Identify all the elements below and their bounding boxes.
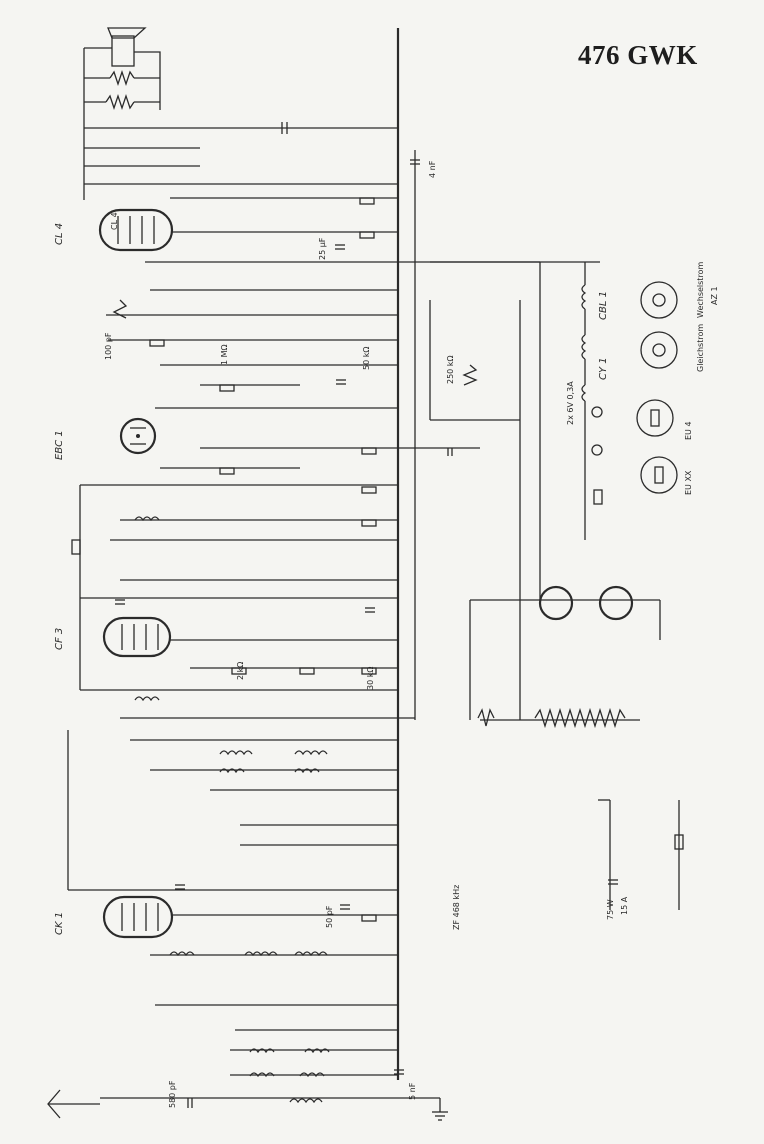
rectifier-cy1-icon: [538, 585, 634, 621]
label-dc: Gleichstrom: [696, 323, 705, 372]
label-zf: ZF 468 kHz: [452, 884, 461, 930]
tube-socket-ebl: [636, 281, 678, 494]
label-amps: 15 A: [620, 896, 629, 915]
label-c-100: 100 pF: [104, 332, 113, 361]
label-c-25uf: 25 µF: [318, 237, 327, 260]
label-socket-az1: AZ 1: [710, 286, 719, 305]
label-r-250k: 250 kΩ: [446, 355, 455, 384]
volume-potentiometer: [462, 364, 478, 386]
resistor-top-2: [105, 93, 135, 111]
label-watts: 75 W: [606, 899, 615, 920]
label-r-50: 50 kΩ: [362, 346, 371, 370]
label-c-5nf: 5 nF: [408, 1082, 417, 1100]
filament-chain: [581, 262, 603, 540]
antenna-icon: [47, 1089, 100, 1119]
label-lamps: 2x 6V 0,3A: [566, 381, 575, 425]
ground-icon: [432, 1098, 448, 1121]
tone-potentiometer: [112, 299, 128, 319]
label-r-30: 30 kΩ: [366, 666, 375, 690]
label-socket-euxx: EU XX: [684, 470, 693, 495]
label-tube-cy1: CY 1: [598, 357, 609, 380]
speaker-icon: [107, 27, 147, 67]
label-cl4-small: CL 4: [110, 212, 119, 230]
tube-ck1-icon: [102, 895, 174, 939]
tube-cf3-icon: [102, 616, 172, 658]
coil-if-1: [219, 750, 328, 774]
page-title: 476 GWK: [578, 40, 698, 70]
label-r-2k: 2 kΩ: [236, 661, 245, 680]
tube-ebc1-icon: [119, 417, 157, 455]
resistor-rb: [477, 708, 495, 727]
coil-rf-group: [169, 951, 330, 1104]
label-tube-cl4: CL 4: [54, 222, 65, 245]
label-tube-cf3: CF 3: [54, 627, 65, 650]
resistor-top-1: [109, 69, 135, 87]
label-ac: Wechselstrom: [696, 261, 705, 318]
label-c-580pf: 580 pF: [168, 1080, 177, 1109]
label-socket-eu4: EU 4: [684, 421, 693, 440]
tube-cl4-icon: [98, 208, 174, 252]
dropping-resistor: [534, 707, 626, 729]
coil-det: [134, 516, 160, 702]
label-c-50: 50 pF: [325, 905, 334, 928]
capacitors: [115, 159, 618, 1108]
label-c-4nf: 4 nF: [428, 160, 437, 178]
label-tube-ck1: CK 1: [54, 911, 65, 935]
label-tube-ebc1: EBC 1: [54, 430, 65, 460]
label-r-1m: 1 MΩ: [220, 344, 229, 365]
label-tube-cbl1: CBL 1: [598, 291, 609, 320]
